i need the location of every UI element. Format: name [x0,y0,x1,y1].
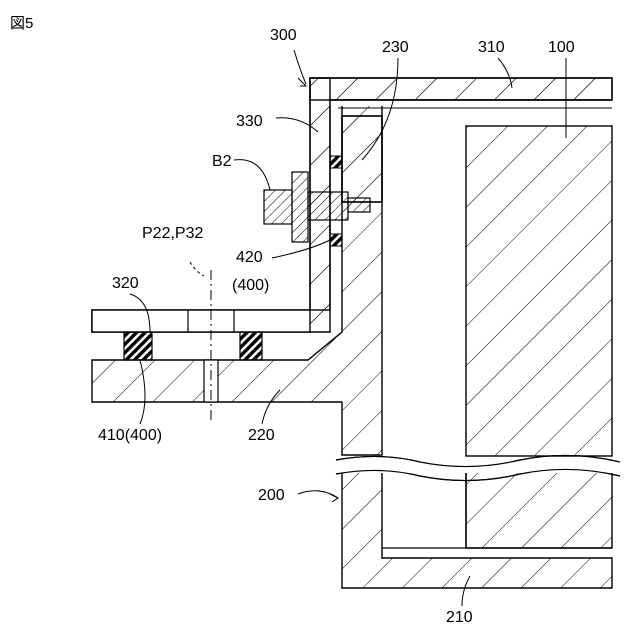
leader-300 [294,50,306,84]
body-100 [466,126,612,456]
bolt-tip [348,198,370,212]
seal-410-right [240,332,262,360]
label-400-paren: (400) [232,277,269,294]
bolt-shank [308,192,348,220]
label-330: 330 [236,113,263,130]
flange-plate-320 [92,310,310,332]
bolt-head [264,190,292,224]
leader-B2 [234,160,270,190]
seal-410-left [124,332,152,360]
body-100-lower [466,472,612,548]
label-B2: B2 [212,153,232,170]
label-420: 420 [236,249,263,266]
label-100: 100 [548,39,575,56]
part-230 [342,116,382,202]
seal-420-lower [330,234,342,246]
seal-420-upper [330,156,342,168]
bolt-washer [292,172,308,242]
label-300: 300 [270,27,297,44]
label-320: 320 [112,275,139,292]
leader-200 [298,491,338,498]
label-230: 230 [382,39,409,56]
label-410: 410(400) [98,427,162,444]
figure-title: 図5 [10,15,33,32]
label-P22-P32: P22,P32 [142,225,203,242]
cover-top-310 [310,78,612,100]
label-220: 220 [248,427,275,444]
label-200: 200 [258,487,285,504]
label-310: 310 [478,39,505,56]
label-210: 210 [446,609,473,626]
